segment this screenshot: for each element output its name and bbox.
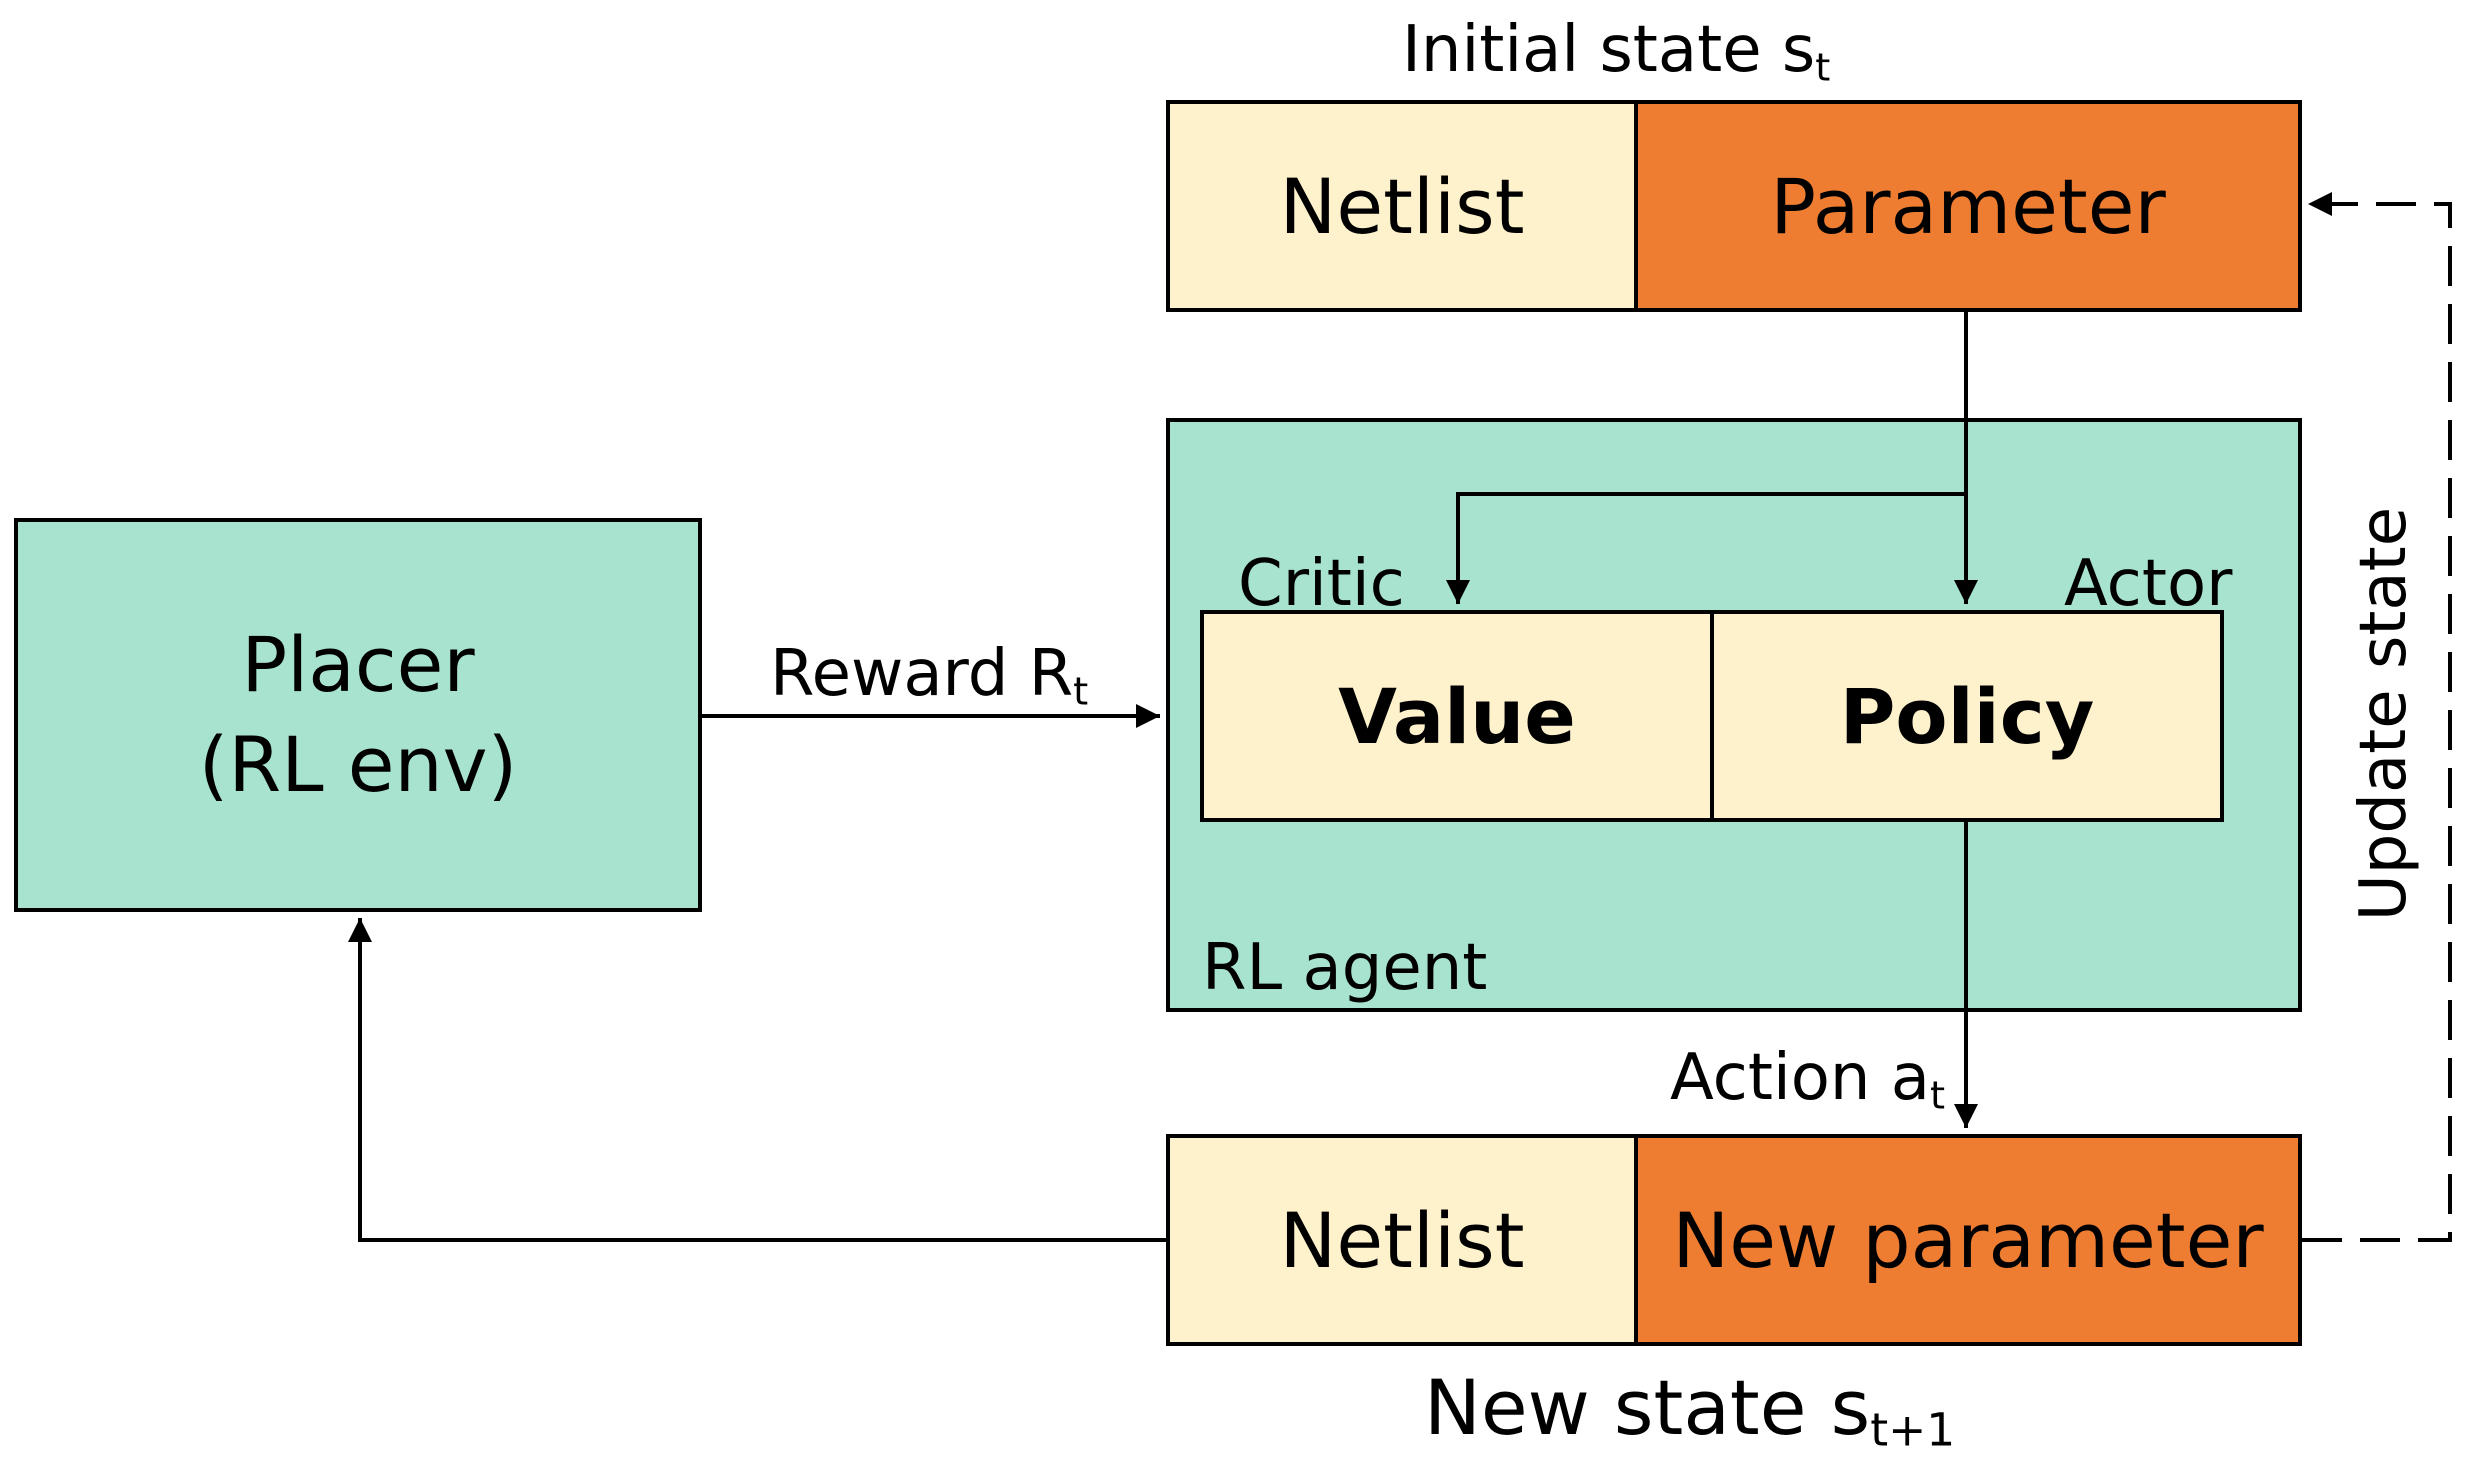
- update-state-arrow: [2302, 192, 2452, 1242]
- reward-label: Reward Rt: [770, 637, 1089, 715]
- feedback-arrow: [348, 918, 1166, 1242]
- policy-label: Policy: [1839, 671, 2095, 761]
- top-parameter-label: Parameter: [1770, 161, 2166, 251]
- initial-state-label: Initial state st: [1402, 13, 1831, 91]
- value-label: Value: [1338, 671, 1576, 761]
- top-netlist-label: Netlist: [1279, 161, 1525, 251]
- placer-subtitle: (RL env): [198, 720, 518, 809]
- action-label: Action at: [1670, 1041, 1946, 1119]
- value-box: Value: [1200, 610, 1714, 822]
- top-parameter-box: Parameter: [1634, 100, 2302, 312]
- bottom-netlist-box: Netlist: [1166, 1134, 1638, 1346]
- placer-title: Placer: [241, 619, 475, 709]
- critic-label: Critic: [1238, 547, 1405, 621]
- rl-agent-label: RL agent: [1202, 931, 1488, 1005]
- top-netlist-box: Netlist: [1166, 100, 1638, 312]
- actor-label: Actor: [2064, 547, 2233, 621]
- bottom-netlist-label: Netlist: [1279, 1195, 1525, 1285]
- to-value-arrow: [1446, 492, 1966, 604]
- placer-box: Placer (RL env): [14, 518, 702, 912]
- new-state-label: New state st+1: [1424, 1363, 1956, 1457]
- policy-box: Policy: [1710, 610, 2224, 822]
- new-parameter-label: New parameter: [1672, 1195, 2264, 1285]
- new-parameter-box: New parameter: [1634, 1134, 2302, 1346]
